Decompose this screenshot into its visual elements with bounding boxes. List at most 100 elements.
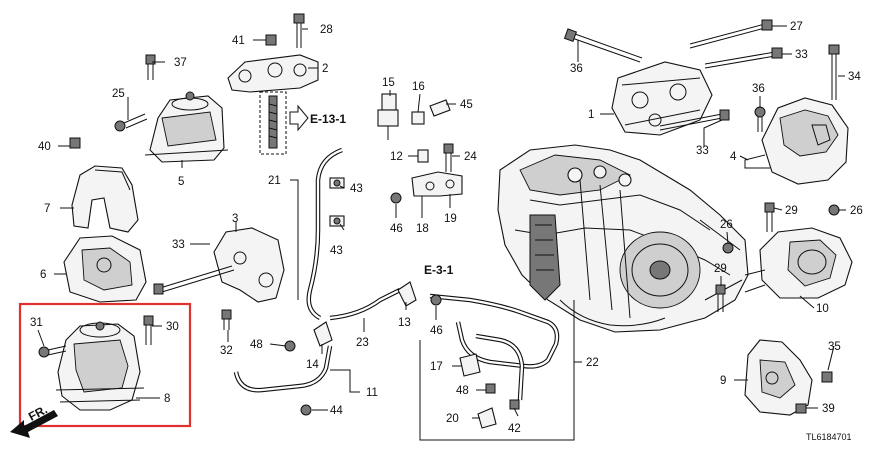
long-bolt-36[interactable] [563,28,643,63]
long-bolt-34[interactable] [828,44,840,100]
callout-48-a: 48 [250,339,263,351]
bolt-29-a[interactable] [764,202,775,232]
clamp-43-b[interactable] [329,215,345,227]
callout-16: 16 [412,81,425,93]
diagram-code: TL6184701 [806,432,852,442]
nut-41[interactable] [265,34,277,46]
callout-12: 12 [390,151,403,163]
bolt-46-a[interactable] [390,192,402,204]
callout-43-b: 43 [330,245,343,257]
ref-label-e31: E-3-1 [424,263,454,277]
callout-26-a: 26 [720,219,733,231]
bracket-part-1[interactable] [611,61,713,136]
bolt-26-a[interactable] [722,242,734,254]
bracket-part-9[interactable] [744,339,813,416]
mount-part-5[interactable] [144,91,229,163]
callout-7: 7 [44,203,50,215]
clip-part-44[interactable] [300,404,312,416]
bracket-part-3[interactable] [213,227,285,303]
callout-32: 32 [220,345,233,357]
callout-6: 6 [40,269,46,281]
callout-28: 28 [320,24,333,36]
callout-46-b: 46 [430,325,443,337]
callout-27: 27 [790,21,803,33]
long-bolt-33-mid[interactable] [659,109,730,131]
callout-9: 9 [720,375,726,387]
connector-part-45[interactable] [429,99,451,117]
bolt-31[interactable] [38,345,67,358]
callout-3: 3 [232,213,238,225]
ref-arrow-e13[interactable] [289,104,309,132]
callout-43-a: 43 [350,183,363,195]
sensor-part-15[interactable] [377,93,399,140]
mount-part-8[interactable] [55,321,145,411]
clip-part-12[interactable] [417,149,429,163]
callout-33-left: 33 [172,239,185,251]
bracket-part-20[interactable] [477,407,497,429]
hose-part-23[interactable] [329,287,402,321]
callout-17: 17 [430,361,443,373]
callout-19: 19 [444,213,457,225]
bolt-28[interactable] [293,13,305,48]
long-bolt-33-top[interactable] [704,47,783,69]
front-arrow-icon [10,410,58,438]
callout-37: 37 [174,57,187,69]
callout-31: 31 [30,317,43,329]
bolt-25[interactable] [114,113,148,132]
callout-23: 23 [356,337,369,349]
callout-2: 2 [322,63,328,75]
bolt-26-b[interactable] [828,204,840,216]
pipe-part-11[interactable] [233,345,333,393]
sensor-part-17[interactable] [459,353,481,377]
callout-1: 1 [588,109,594,121]
bolt-30[interactable] [143,315,154,345]
callout-40: 40 [38,141,51,153]
bolt-48-b[interactable] [485,383,496,394]
callout-5: 5 [178,176,184,188]
bolt-36-right[interactable] [754,106,766,132]
callout-labels: 37 25 40 5 7 6 41 28 2 E-13-1 21 3 33 32… [26,21,863,442]
stud-e13[interactable] [259,91,287,155]
clamp-43-a[interactable] [329,177,345,189]
bolt-46-b[interactable] [430,294,442,306]
callout-39: 39 [822,403,835,415]
bolt-37[interactable] [145,54,156,80]
nut-35[interactable] [821,371,833,383]
mount-part-4[interactable] [744,97,849,185]
callout-13: 13 [398,317,411,329]
ref-label-e13: E-13-1 [310,112,346,126]
callout-29-a: 29 [785,205,798,217]
long-bolt-33-left[interactable] [153,265,235,295]
engine-assembly[interactable] [497,144,749,333]
bracket-part-13[interactable] [397,281,417,307]
mount-part-10[interactable] [744,227,853,299]
pipe-part-22[interactable] [429,293,560,401]
callout-48-b: 48 [456,385,469,397]
bolt-24[interactable] [443,143,454,172]
bracket-part-6[interactable] [63,235,147,303]
callout-15: 15 [382,77,395,89]
clip-part-42[interactable] [509,399,520,410]
callout-21: 21 [268,175,281,187]
callout-33-mid: 33 [696,145,709,157]
callout-30: 30 [166,321,179,333]
bracket-part-7[interactable] [71,165,139,233]
clip-part-16[interactable] [411,111,425,125]
bracket-part-2[interactable] [227,54,319,93]
callout-33-top: 33 [795,49,808,61]
callout-29-b: 29 [714,263,727,275]
nut-40[interactable] [69,137,81,149]
callout-35: 35 [828,341,841,353]
bolt-32[interactable] [221,309,232,330]
bracket-part-18-19[interactable] [411,171,463,197]
long-bolt-27[interactable] [689,19,773,49]
bracket-part-14[interactable] [313,321,333,347]
callout-25: 25 [112,88,125,100]
bolt-48-a[interactable] [284,340,296,352]
callout-36-top: 36 [570,63,583,75]
nut-39[interactable] [795,403,807,414]
hose-part-21[interactable] [306,147,343,320]
callout-45: 45 [460,99,473,111]
